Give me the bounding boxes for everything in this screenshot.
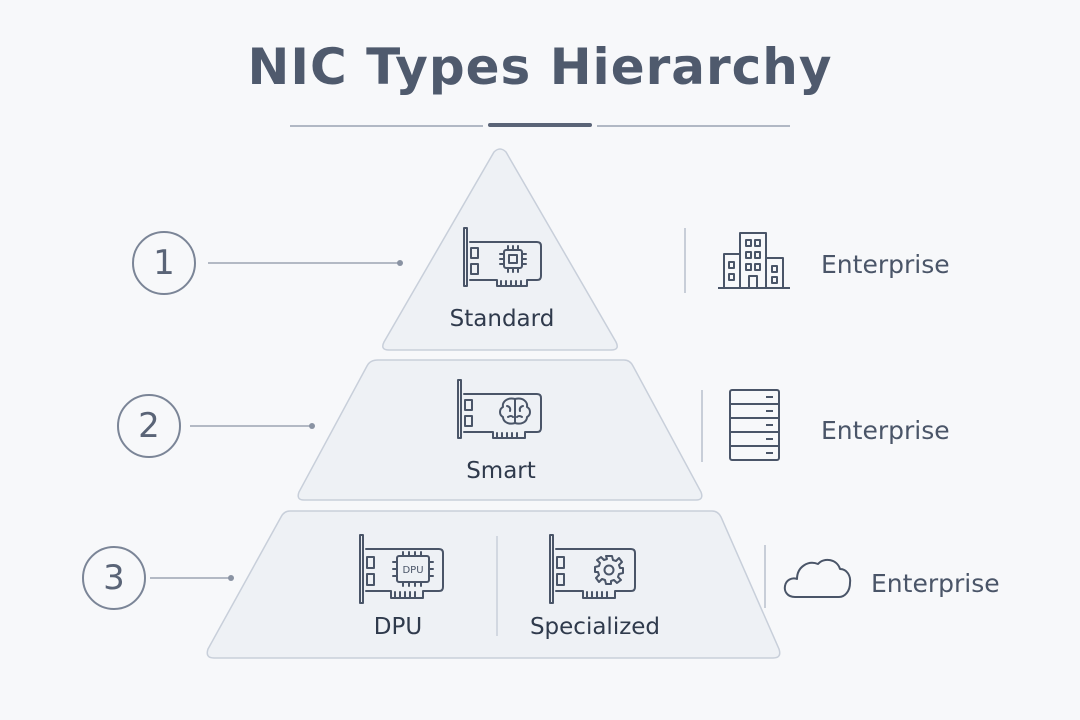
cloud-icon (783, 558, 852, 598)
dpu-chip-icon (392, 551, 434, 587)
nic-card-specialized-icon (549, 534, 636, 604)
dpu-chip-label: DPU (402, 565, 423, 576)
tier-2-shape (297, 359, 703, 501)
chip-icon (499, 245, 527, 273)
title-divider (290, 123, 790, 127)
tier-3-dpu-label: DPU (373, 614, 423, 640)
tier-1-card-label: Standard (449, 306, 555, 332)
tier-1-number-badge: 1 (132, 231, 196, 295)
page-title: NIC Types Hierarchy (247, 38, 833, 96)
brain-icon (499, 397, 531, 425)
tier-2-card-label: Smart (466, 458, 536, 484)
nic-card-dpu-icon: DPU (359, 534, 444, 604)
connector-2 (190, 423, 315, 429)
tier-3-specialized-label: Specialized (529, 614, 661, 640)
server-rack-icon (729, 389, 780, 461)
tier-2-number-badge: 2 (117, 394, 181, 458)
nic-card-standard-icon (463, 227, 542, 287)
connector-1 (208, 260, 403, 266)
building-icon (718, 232, 790, 289)
connector-3 (150, 575, 234, 581)
tier-3-shape (206, 510, 781, 659)
tier-3-market-label: Enterprise (871, 569, 1000, 598)
tier-3-number-badge: 3 (82, 546, 146, 610)
gear-icon (594, 555, 624, 585)
nic-card-smart-icon (457, 379, 542, 439)
tier-2-market-label: Enterprise (821, 416, 950, 445)
tier-1-market-label: Enterprise (821, 250, 950, 279)
tier-1-shape (382, 148, 618, 351)
